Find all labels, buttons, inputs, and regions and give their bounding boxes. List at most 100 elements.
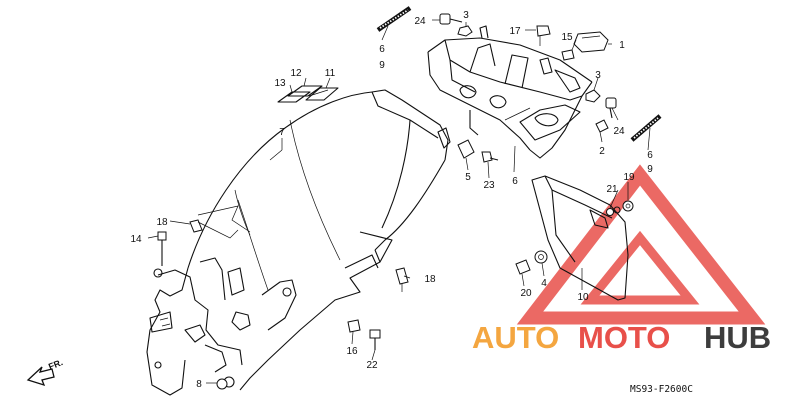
callout-numbers: 1 2 3 3 4 5 6 9 6 6 9 7 8 10 11 12 13 14… [130, 10, 653, 390]
bolt-24-top [439, 13, 463, 25]
frame-gusset2 [504, 54, 529, 89]
fender-left-inner [157, 269, 243, 366]
splash-guard-inner [551, 189, 576, 263]
callout-6-frame: 6 [512, 176, 518, 187]
nut-16 [347, 319, 361, 333]
frame-hole2 [489, 95, 507, 109]
nut-3-right [585, 89, 601, 103]
watermark-auto: AUTO [472, 320, 559, 355]
callout-1: 1 [619, 40, 625, 51]
splash-guard [531, 175, 629, 301]
callout-15: 15 [561, 32, 573, 43]
rubber-5 [457, 139, 475, 159]
watermark-logo [516, 164, 766, 325]
frame-inner-top [444, 39, 583, 101]
callout-19: 19 [623, 172, 635, 183]
callout-8: 8 [196, 379, 202, 390]
splash-guard-hole [613, 206, 621, 214]
callout-18-left: 18 [156, 217, 168, 228]
callout-24-right: 24 [613, 126, 625, 137]
labels-11-12-13 [277, 85, 339, 103]
frame-tail-hole [534, 113, 559, 127]
callout-22: 22 [366, 360, 378, 371]
splash-guard-outline [531, 175, 629, 301]
callout-6-stud-left: 6 [379, 44, 385, 55]
clip-2 [595, 119, 609, 133]
callout-18-right: 18 [424, 274, 436, 285]
fender-clip2 [149, 311, 173, 333]
clip-18-right [395, 267, 409, 292]
bolt-22 [369, 329, 381, 350]
frame-right-edge [529, 81, 593, 159]
watermark-triangle-outer [516, 164, 766, 325]
rubber-block-1 [573, 31, 609, 53]
washer-4 [534, 250, 548, 264]
front-label: FR. [47, 357, 64, 372]
callout-6-stud-right: 6 [647, 150, 653, 161]
callout-17: 17 [509, 26, 521, 37]
callout-16: 16 [346, 346, 358, 357]
callout-4: 4 [541, 278, 547, 289]
callout-3-top: 3 [463, 10, 469, 21]
callout-9-stud-right: 9 [647, 164, 653, 175]
frame-left-edge [427, 51, 531, 151]
bolt-23 [481, 151, 499, 163]
nut-17 [536, 25, 551, 46]
frame-tail-plate [519, 104, 581, 141]
callout-7: 7 [279, 127, 285, 138]
frame-tab [539, 57, 553, 75]
callout-13: 13 [274, 78, 286, 89]
callout-21: 21 [606, 184, 618, 195]
fender-tip [371, 89, 449, 161]
fender-tab [437, 127, 451, 149]
collar-15 [561, 49, 575, 61]
callout-24-top: 24 [414, 16, 426, 27]
callout-12: 12 [290, 68, 302, 79]
front-direction-indicator: FR. [26, 357, 64, 387]
clip-8 [216, 378, 228, 390]
bolt-24-right [605, 97, 617, 119]
fender-step [359, 231, 393, 263]
fender-hole-area [261, 279, 297, 331]
fender-lower-lip [204, 344, 227, 373]
frame-bracket-top [479, 25, 489, 39]
frame-hole1 [459, 85, 477, 99]
watermark-moto: MOTO [578, 320, 670, 355]
callout-23: 23 [483, 180, 495, 191]
label-12 [287, 85, 323, 97]
fender-box [227, 267, 245, 296]
fender-clip [184, 324, 206, 343]
fender-step2 [344, 254, 379, 269]
callout-5: 5 [465, 172, 471, 183]
fender-center-line [237, 199, 269, 291]
fender-rib [199, 257, 226, 301]
nut-20 [515, 259, 531, 275]
splash-guard-rib [544, 175, 613, 219]
watermark-hub: HUB [704, 320, 771, 355]
stud-bolt-right [630, 114, 662, 142]
fender-inner-ridge [371, 91, 439, 139]
frame-mount-r [554, 69, 581, 93]
fender-inner-curve [381, 119, 411, 229]
callout-11: 11 [325, 68, 336, 79]
bolt-14 [157, 231, 167, 266]
stud-bolt-left [376, 6, 412, 32]
callout-2: 2 [599, 146, 605, 157]
rear-frame [427, 25, 593, 159]
fender-bolt-hole2 [154, 361, 162, 369]
label-13 [277, 91, 311, 103]
leader-lines [147, 19, 651, 384]
callout-9-stud-left: 9 [379, 60, 385, 71]
fender-right-edge [374, 159, 446, 251]
collar-21 [606, 208, 614, 216]
label-11 [305, 87, 339, 101]
callout-14: 14 [130, 234, 142, 245]
fender-bottom-edge [239, 249, 381, 391]
rear-fender [146, 89, 451, 396]
grommet-19 [622, 200, 634, 212]
watermark-triangle-inner [580, 230, 700, 305]
frame-top-edge [427, 37, 593, 83]
front-arrow-icon [26, 366, 55, 387]
